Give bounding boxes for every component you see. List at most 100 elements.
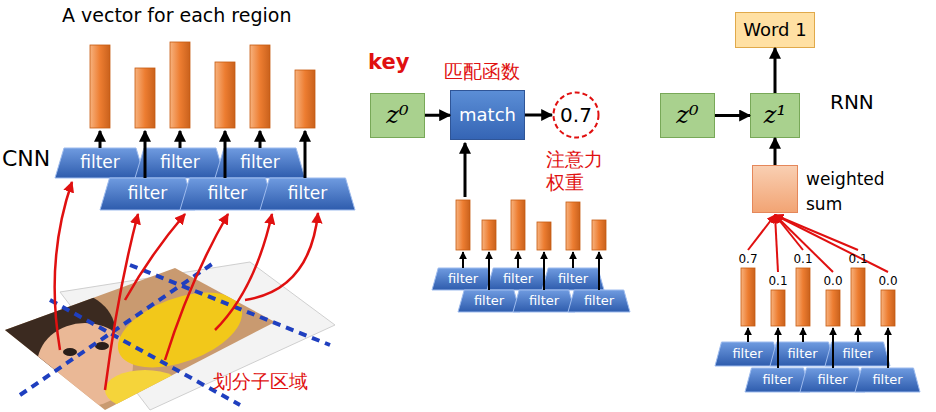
node-text: filter (787, 347, 817, 362)
output-arrow (747, 328, 749, 342)
weight-value: 0.0 (873, 274, 903, 288)
region-vectors (90, 42, 895, 326)
weight-line (775, 215, 778, 272)
output-arrow (144, 131, 147, 178)
flow-arrow (715, 114, 750, 117)
output-arrow (224, 131, 227, 178)
filter-block: filter (432, 268, 494, 290)
weight-line (775, 215, 858, 250)
vectors-to-match-arrow (464, 143, 467, 197)
node-text: filter (448, 272, 478, 287)
feature-vector (482, 220, 496, 250)
output-arrow (857, 328, 859, 342)
region-divider (130, 265, 330, 345)
feature-vector (592, 220, 606, 250)
node-text: filter (503, 272, 533, 287)
feature-vector (741, 268, 755, 326)
feature-vector (826, 290, 840, 326)
filter-block: filter (715, 342, 780, 366)
text-holder: weighted sum (806, 167, 890, 216)
filter-trapezoid (458, 290, 520, 312)
filter-trapezoid (825, 342, 890, 366)
photo-yellow-object (105, 370, 185, 410)
region-arrow (55, 182, 72, 350)
filter-trapezoid (855, 368, 920, 392)
filter-output-arrows (100, 131, 465, 197)
filter-output-arrows (463, 252, 888, 368)
node-text: z⁰ (386, 102, 408, 130)
filter-block: filter (135, 148, 225, 178)
node-text: filter (584, 294, 614, 309)
feature-vector (90, 45, 110, 128)
node-text: filter (762, 373, 792, 388)
filter-trapezoid (745, 368, 810, 392)
feature-vector (511, 200, 525, 250)
feature-vector (295, 70, 315, 128)
weight-lines (748, 215, 888, 272)
output-arrow (517, 252, 519, 268)
filter-trapezoid (568, 290, 630, 312)
dashed-circle (554, 93, 599, 138)
output-arrow (887, 328, 889, 368)
weight-line (748, 215, 775, 250)
output-arrow (802, 328, 804, 342)
state-box: z¹ (750, 93, 800, 138)
feature-vector (215, 62, 235, 128)
state-box: z⁰ (660, 93, 715, 138)
filter-block: filter (458, 290, 520, 312)
state-box: z⁰ (370, 93, 425, 138)
filter-block: filter (745, 368, 810, 392)
filter-trapezoid (215, 148, 305, 178)
weight-line (775, 215, 803, 250)
panel-title: A vector for each region (62, 4, 362, 27)
node-text: filter (732, 347, 762, 362)
filter-block: filter (770, 342, 835, 366)
node-text: filter (529, 294, 559, 309)
filter-trapezoid (800, 368, 865, 392)
flow-arrow (774, 138, 777, 165)
filter-trapezoid (770, 342, 835, 366)
node-text: z⁰ (676, 102, 698, 130)
output-arrow (259, 131, 262, 148)
filter-block: filter (513, 290, 575, 312)
region-arrow (105, 214, 138, 390)
region-divider-lines (20, 262, 330, 405)
node-text: filter (80, 153, 120, 173)
weighted-sum-box: weighted sum (752, 165, 892, 215)
output-arrow (543, 252, 545, 290)
feature-vector (881, 290, 895, 326)
feature-vector (796, 268, 810, 326)
node-text: filter (128, 184, 168, 204)
filter-trapezoid (715, 342, 780, 366)
filter-trapezoid (513, 290, 575, 312)
feature-vector (250, 45, 270, 128)
photo-eye (95, 342, 109, 350)
weight-value: 0.0 (818, 274, 848, 288)
region-arrow (165, 214, 228, 360)
node-text: Word 1 (743, 20, 806, 41)
attention-weight-circle: 0.7 (552, 91, 600, 139)
filter-trapezoid (432, 268, 494, 290)
region-arrow (215, 214, 272, 330)
output-arrow (99, 131, 102, 148)
output-arrow (462, 252, 464, 268)
photo-eye (63, 348, 77, 356)
output-arrow (832, 328, 834, 368)
filter-trapezoid (487, 268, 549, 290)
node-text: weighted sum (806, 167, 890, 216)
weight-value: 0.7 (733, 252, 763, 266)
network-label: RNN (830, 90, 900, 114)
annotation: 划分子区域 (213, 370, 343, 393)
flow-arrow (425, 114, 450, 117)
filter-block: filter (800, 368, 865, 392)
filter-block: filter (542, 268, 604, 290)
feature-vector (456, 200, 470, 250)
region-to-filter-arrows (55, 182, 318, 390)
filter-block: filter (487, 268, 549, 290)
output-arrow (777, 328, 779, 368)
output-arrow (572, 252, 574, 268)
filter-trapezoid (542, 268, 604, 290)
filter-block: filter (215, 148, 305, 178)
node-text: filter (842, 347, 872, 362)
